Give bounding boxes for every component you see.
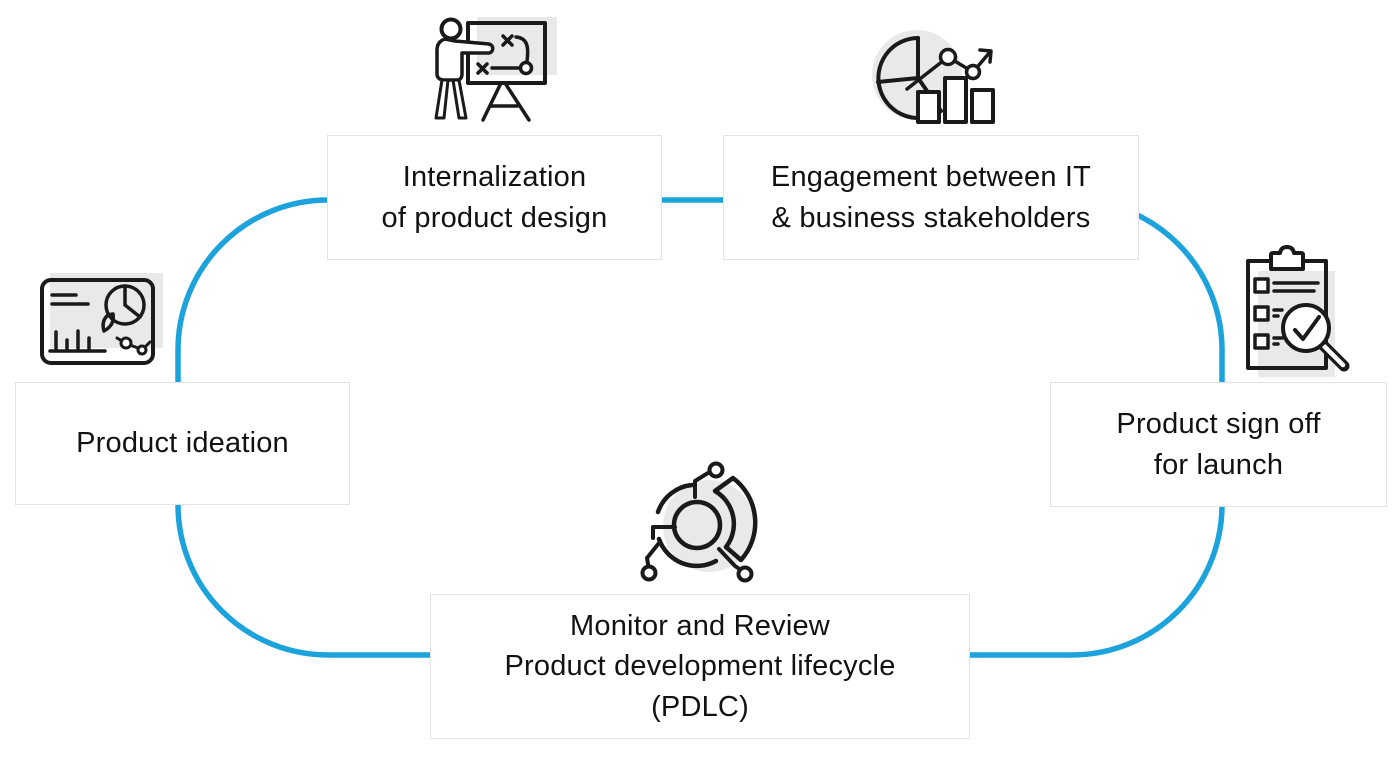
lifecycle-segments-icon bbox=[637, 448, 772, 588]
stage-label-line: Monitor and Review bbox=[570, 610, 830, 643]
stage-label-line: & business stakeholders bbox=[771, 201, 1091, 234]
stage-label-line: of product design bbox=[381, 201, 608, 234]
charts-growth-icon bbox=[855, 18, 995, 130]
stage-label-line: Product development lifecycle bbox=[504, 650, 896, 683]
stage-label-line: Product sign off bbox=[1116, 408, 1321, 441]
stage-box-internalization-of-product-design: Internalization of product design bbox=[327, 135, 662, 260]
dashboard-analytics-icon bbox=[30, 270, 165, 370]
stage-box-monitor-review-pdlc: Monitor and Review Product development l… bbox=[430, 594, 970, 739]
stage-box-product-sign-off-for-launch: Product sign off for launch bbox=[1050, 382, 1387, 507]
stage-label-line: (PDLC) bbox=[651, 690, 749, 723]
loop-path bbox=[175, 197, 1225, 658]
stage-box-product-ideation: Product ideation bbox=[15, 382, 350, 505]
stage-label-line: Product ideation bbox=[76, 427, 289, 460]
stage-label-line: for launch bbox=[1153, 448, 1284, 481]
checklist-magnifier-icon bbox=[1240, 245, 1370, 380]
presenter-strategy-board-icon bbox=[415, 0, 575, 135]
stage-box-engagement-it-business: Engagement between IT & business stakeho… bbox=[723, 135, 1139, 260]
stage-label-line: Engagement between IT bbox=[770, 161, 1092, 194]
stage-label-line: Internalization bbox=[402, 161, 587, 194]
